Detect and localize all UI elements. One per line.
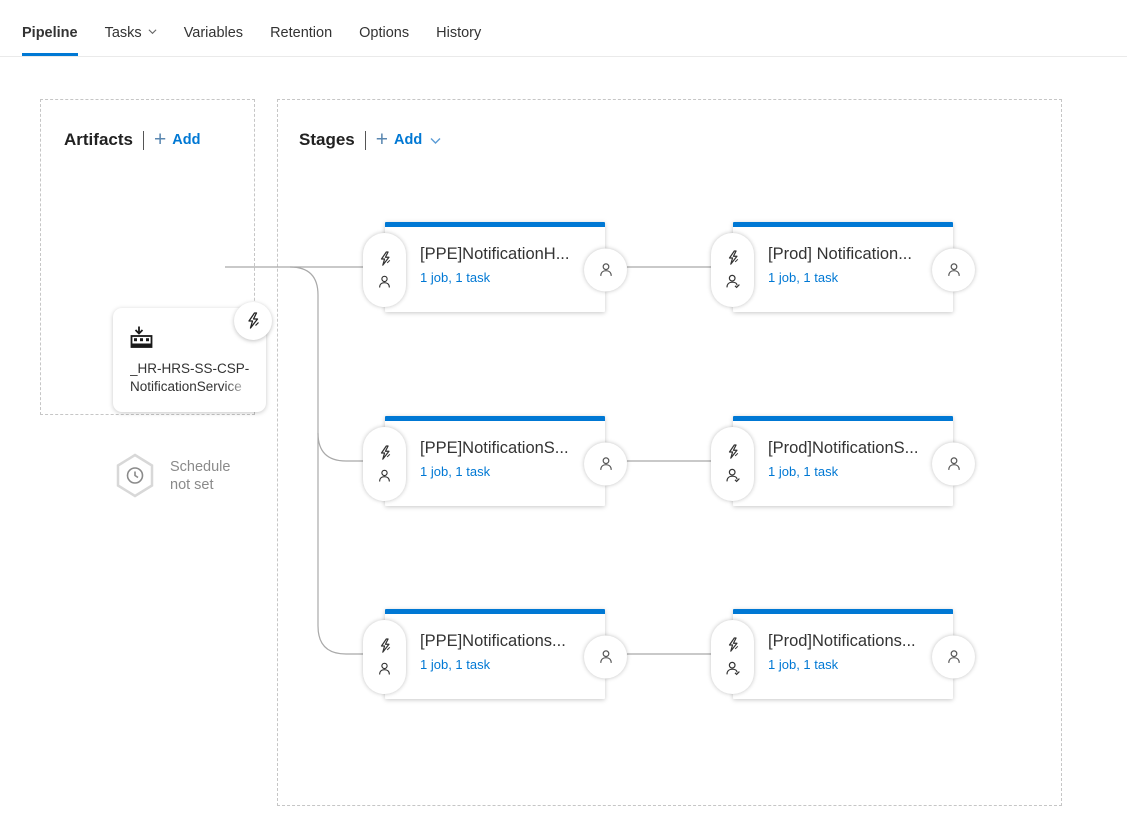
lightning-bolt-icon (380, 444, 390, 460)
person-icon (599, 263, 612, 276)
lightning-bolt-icon (728, 250, 738, 265)
stage-card-prod-notifications2[interactable]: [Prod]NotificationS... 1 job, 1 task (711, 416, 975, 506)
stage-name: [PPE]Notifications... (420, 632, 566, 650)
artifact-name: _HR-HRS-SS-CSP- NotificationService (130, 360, 258, 396)
person-icon (947, 457, 960, 470)
stage-jobs-tasks-link[interactable]: 1 job, 1 task (420, 657, 491, 672)
person-icon (599, 457, 612, 470)
post-deployment-conditions-button[interactable] (932, 635, 975, 678)
person-check-icon (725, 661, 740, 676)
artifacts-title: Artifacts (64, 130, 133, 149)
tab-label: Variables (183, 24, 244, 41)
tab-label: Pipeline (22, 24, 78, 41)
pre-deployment-conditions-button[interactable] (711, 232, 754, 307)
tab-label: Retention (270, 24, 333, 41)
clock-hexagon-icon (116, 453, 154, 498)
chevron-down-icon (430, 133, 441, 149)
stage-card-ppe-notifications3[interactable]: [PPE]Notifications... 1 job, 1 task (363, 609, 627, 699)
pre-deployment-conditions-button[interactable] (363, 232, 406, 307)
divider (142, 130, 144, 150)
plus-icon: + (375, 127, 389, 151)
person-check-icon (725, 274, 740, 289)
tab-options[interactable]: Options (359, 0, 409, 56)
pre-deployment-conditions-button[interactable] (711, 426, 754, 501)
stage-name: [PPE]NotificationS... (420, 439, 569, 457)
plus-icon: + (153, 127, 167, 151)
person-icon (379, 275, 390, 288)
stage-jobs-tasks-link[interactable]: 1 job, 1 task (768, 464, 839, 479)
stage-card-prod-notifications3[interactable]: [Prod]Notifications... 1 job, 1 task (711, 609, 975, 699)
artifact-download-icon (130, 326, 153, 348)
lightning-bolt-icon (380, 250, 390, 266)
chevron-down-icon (148, 27, 157, 36)
stage-card-prod-notification[interactable]: [Prod] Notification... 1 job, 1 task (711, 222, 975, 312)
tab-tasks[interactable]: Tasks (105, 0, 157, 56)
stage-name: [Prod]Notifications... (768, 632, 916, 650)
stage-card-ppe-notifications2[interactable]: [PPE]NotificationS... 1 job, 1 task (363, 416, 627, 506)
tab-pipeline[interactable]: Pipeline (22, 0, 78, 56)
schedule-status-text: Schedule not set (170, 458, 231, 493)
divider (364, 130, 366, 150)
add-artifact-label: Add (172, 132, 201, 148)
tab-retention[interactable]: Retention (270, 0, 332, 56)
lightning-bolt-icon (248, 312, 259, 329)
post-deployment-conditions-button[interactable] (932, 248, 975, 291)
stage-name: [Prod]NotificationS... (768, 439, 919, 457)
pipeline-tabbar: Pipeline Tasks Variables Retention Optio… (0, 0, 1127, 57)
tab-history[interactable]: History (436, 0, 481, 56)
artifacts-header: Artifacts + Add (64, 127, 201, 151)
stage-name: [Prod] Notification... (768, 245, 912, 263)
lightning-bolt-icon (728, 444, 738, 459)
lightning-bolt-icon (380, 637, 390, 653)
continuous-deployment-trigger-button[interactable] (234, 302, 272, 340)
tab-variables[interactable]: Variables (184, 0, 243, 56)
stages-header: Stages + Add (299, 127, 441, 151)
post-deployment-conditions-button[interactable] (584, 248, 627, 291)
stage-jobs-tasks-link[interactable]: 1 job, 1 task (768, 657, 839, 672)
tab-label: Options (359, 24, 410, 41)
post-deployment-conditions-button[interactable] (584, 442, 627, 485)
add-stage-button[interactable]: + Add (375, 127, 441, 151)
artifacts-panel: Artifacts + Add _HR-HRS-SS-CSP- (40, 99, 272, 498)
lightning-bolt-icon (728, 637, 738, 652)
pre-deployment-conditions-button[interactable] (363, 619, 406, 694)
stage-jobs-tasks-link[interactable]: 1 job, 1 task (768, 270, 839, 285)
pre-deployment-conditions-button[interactable] (363, 426, 406, 501)
person-icon (947, 650, 960, 663)
stage-card-ppe-notificationh[interactable]: [PPE]NotificationH... 1 job, 1 task (363, 222, 627, 312)
pre-deployment-conditions-button[interactable] (711, 619, 754, 694)
add-artifact-button[interactable]: + Add (153, 127, 201, 151)
add-stage-label: Add (394, 132, 423, 148)
post-deployment-conditions-button[interactable] (584, 635, 627, 678)
person-icon (379, 469, 390, 482)
tab-label: Tasks (104, 24, 142, 41)
stage-jobs-tasks-link[interactable]: 1 job, 1 task (420, 270, 491, 285)
person-icon (947, 263, 960, 276)
stage-jobs-tasks-link[interactable]: 1 job, 1 task (420, 464, 491, 479)
person-check-icon (725, 468, 740, 483)
tab-label: History (436, 24, 482, 41)
post-deployment-conditions-button[interactable] (932, 442, 975, 485)
stages-title: Stages (299, 130, 355, 149)
stage-name: [PPE]NotificationH... (420, 245, 570, 263)
artifact-card[interactable]: _HR-HRS-SS-CSP- NotificationService (113, 302, 272, 412)
person-icon (379, 662, 390, 675)
schedule-trigger[interactable]: Schedule not set (115, 453, 230, 498)
person-icon (599, 650, 612, 663)
